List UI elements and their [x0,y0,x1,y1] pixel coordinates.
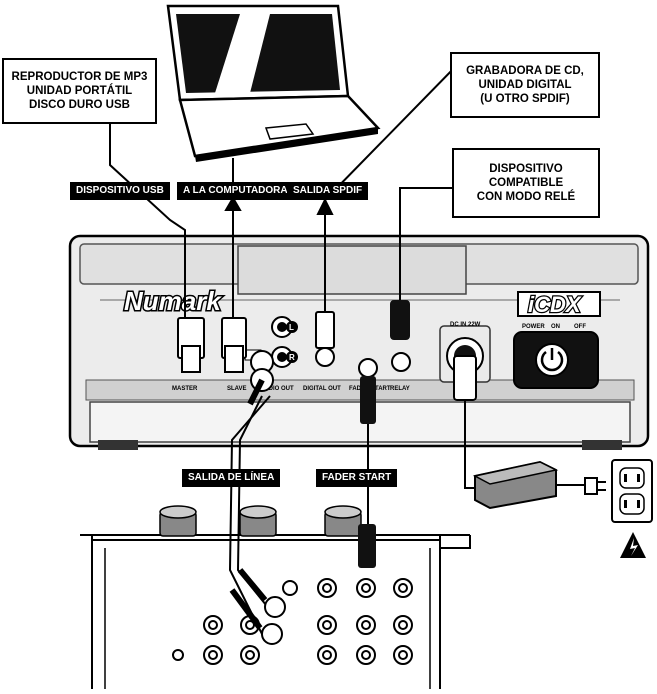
tag-to-computer: A LA COMPUTADORA [177,182,294,200]
jack-label-left: L [289,323,294,332]
panel-label-slave: SLAVE [227,386,247,392]
wall-outlet-icon [611,459,653,523]
callout-line: COMPATIBLE [488,177,564,189]
brand-logo: Numark [124,286,222,316]
tag-line-out: SALIDA DE LÍNEA [182,469,281,487]
dj-mixer [80,505,471,689]
panel-label-relay: RELAY [390,386,410,392]
mixer-rca-jacks [172,578,413,665]
power-adapter [472,460,606,510]
icdx-device [68,234,650,450]
mixer-knob [239,505,277,537]
callout-mp3-usb-drive: REPRODUCTOR DE MP3 UNIDAD PORTÁTIL DISCO… [2,58,157,124]
tag-spdif-out: SALIDA SPDIF [287,182,369,200]
plugs [177,300,477,645]
panel-label-master: MASTER [172,386,198,392]
panel-label-on: ON [551,324,560,330]
model-logo: iCDX [528,292,582,317]
callout-line: DISPOSITIVO [489,163,563,175]
callout-line: UNIDAD DIGITAL [478,79,572,91]
panel-label-digital-out: DIGITAL OUT [303,386,341,392]
callout-line: GRABADORA DE CD, [466,65,584,77]
cables [101,61,585,641]
tag-fader-start: FADER START [316,469,398,487]
jack-label-right: R [289,353,295,362]
callout-line: CON MODO RELÉ [476,191,576,203]
tag-usb-device: DISPOSITIVO USB [70,182,170,200]
callout-line: (U OTRO SPDIF) [480,93,570,105]
panel-label-power: POWER [522,324,545,330]
callout-relay-device: DISPOSITIVO COMPATIBLE CON MODO RELÉ [452,148,600,218]
high-voltage-warning-icon [620,532,646,558]
laptop-icon [166,4,381,162]
callout-line: DISCO DURO USB [29,99,130,111]
panel-label-dc-in: DC IN 22W [450,322,481,328]
mixer-knob [159,505,197,537]
callout-line: REPRODUCTOR DE MP3 [11,71,148,83]
panel-label-audio-out: AUDIO OUT [260,386,294,392]
callout-line: UNIDAD PORTÁTIL [26,85,133,97]
callout-cd-recorder: GRABADORA DE CD, UNIDAD DIGITAL (U OTRO … [450,52,600,118]
panel-label-off: OFF [574,324,586,330]
mixer-knob [324,505,362,537]
